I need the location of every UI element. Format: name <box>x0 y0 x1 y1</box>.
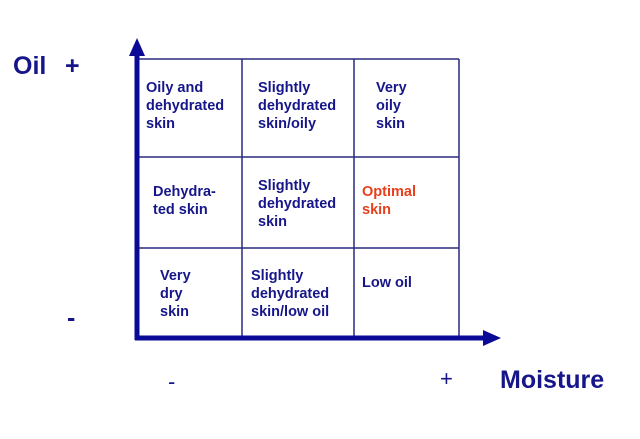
cell-slightly-dehydrated-oily: Slightly dehydrated skin/oily <box>258 80 337 132</box>
cell-very-oily: Very oily skin <box>376 80 407 132</box>
cell-slightly-dehydrated-low-oil: Slightly dehydrated skin/low oil <box>251 268 330 320</box>
grid-lines <box>137 58 460 338</box>
x-axis-label: Moisture <box>500 366 605 394</box>
x-axis-plus: + <box>440 366 453 391</box>
cell-oily-dehydrated: Oily and dehydrated skin <box>146 80 225 132</box>
cell-very-dry: Very dry skin <box>160 268 191 320</box>
cell-slightly-dehydrated: Slightly dehydrated skin <box>258 178 337 230</box>
cell-optimal: Optimal skin <box>362 184 416 218</box>
y-axis-arrow <box>129 38 145 340</box>
x-axis-arrow <box>135 330 501 346</box>
y-axis-label: Oil <box>13 52 47 80</box>
y-axis-minus: - <box>67 304 76 332</box>
cell-low-oil: Low oil <box>362 275 412 291</box>
cell-dehydrated: Dehydra- ted skin <box>153 184 216 218</box>
x-axis-minus: - <box>168 369 176 394</box>
y-axis-plus: + <box>65 52 80 80</box>
